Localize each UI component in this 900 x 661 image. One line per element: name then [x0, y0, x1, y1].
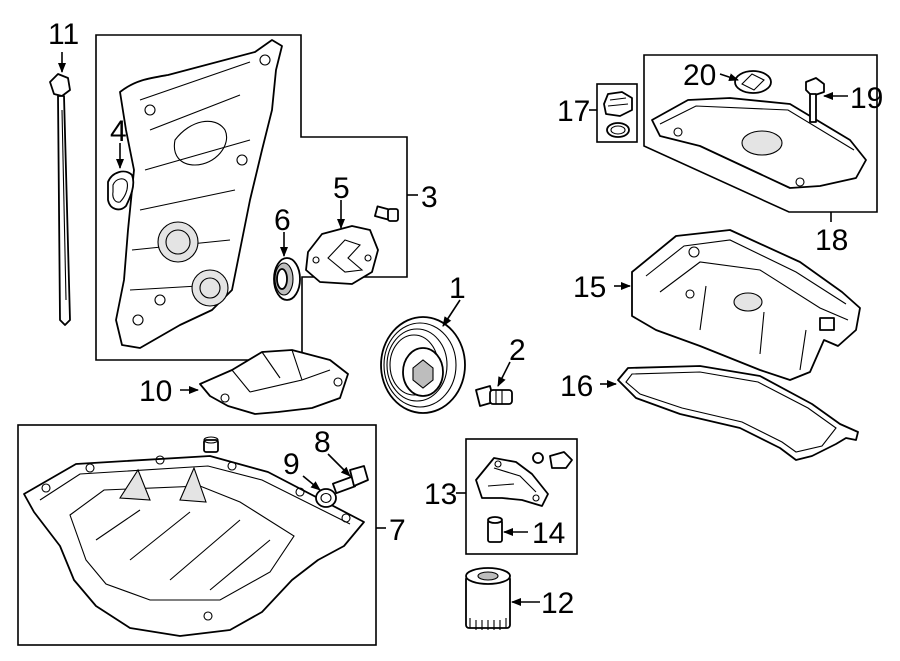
engine-cover-group	[643, 54, 878, 222]
leader-1	[442, 299, 461, 327]
callout-3: 3	[421, 181, 438, 214]
pulley-bolt-part	[475, 385, 513, 407]
leader-9	[302, 475, 321, 491]
emblem-part	[734, 70, 772, 94]
oil-cap-group	[589, 83, 638, 143]
cover-gasket-part	[107, 170, 135, 211]
valve-cover-part	[631, 229, 861, 381]
filter-housing-part	[475, 457, 549, 507]
callout-1: 1	[449, 272, 466, 305]
callout-18: 18	[815, 224, 848, 257]
callout-12: 12	[541, 587, 574, 620]
callout-4: 4	[110, 115, 127, 148]
leader-20	[719, 73, 739, 81]
crank-pulley-part	[380, 316, 466, 414]
cover-mount-bolt-part	[805, 77, 825, 123]
callout-11: 11	[48, 18, 79, 51]
callout-7: 7	[389, 514, 406, 547]
filter-housing-group	[456, 438, 578, 555]
group-13-frame	[465, 438, 578, 555]
housing-gasket-part	[549, 451, 573, 469]
callout-6: 6	[274, 204, 291, 237]
engine-cover-part	[651, 97, 867, 189]
cover-bolt-part	[374, 205, 399, 222]
callout-14: 14	[532, 517, 565, 550]
oil-baffle-part	[199, 349, 349, 415]
callout-2: 2	[509, 334, 526, 367]
oil-cap-part	[603, 91, 633, 117]
filter-fitting-part	[487, 516, 503, 543]
callout-20: 20	[683, 59, 716, 92]
leader-2	[497, 361, 511, 387]
group-18-frame	[643, 54, 878, 213]
oil-pan-part	[23, 455, 365, 637]
group-17-frame	[596, 83, 638, 143]
oil-cap-seal-part	[606, 122, 630, 138]
crank-seal-part	[273, 257, 301, 301]
oil-filter-part	[465, 567, 511, 630]
group-3-frame	[95, 34, 408, 361]
valve-cover-gasket-part	[617, 365, 859, 461]
dipstick-part	[49, 73, 71, 326]
cover-plate-part	[305, 225, 379, 285]
callout-16: 16	[560, 370, 593, 403]
callout-10: 10	[139, 375, 172, 408]
housing-oring-part	[532, 452, 544, 464]
callout-9: 9	[283, 448, 300, 481]
callout-8: 8	[314, 426, 331, 459]
callout-15: 15	[573, 271, 606, 304]
callout-17: 17	[557, 95, 590, 128]
callout-13: 13	[424, 478, 457, 511]
callout-5: 5	[333, 172, 350, 205]
oil-pan-group	[17, 424, 386, 646]
oil-pan-plug-part	[203, 436, 219, 453]
drain-bolt-part	[331, 465, 369, 495]
drain-washer-part	[315, 488, 337, 508]
timing-cover-part	[115, 39, 283, 349]
timing-cover-group	[95, 34, 418, 361]
leader-8	[327, 453, 351, 477]
callout-19: 19	[850, 82, 883, 115]
group-7-frame	[17, 424, 377, 646]
